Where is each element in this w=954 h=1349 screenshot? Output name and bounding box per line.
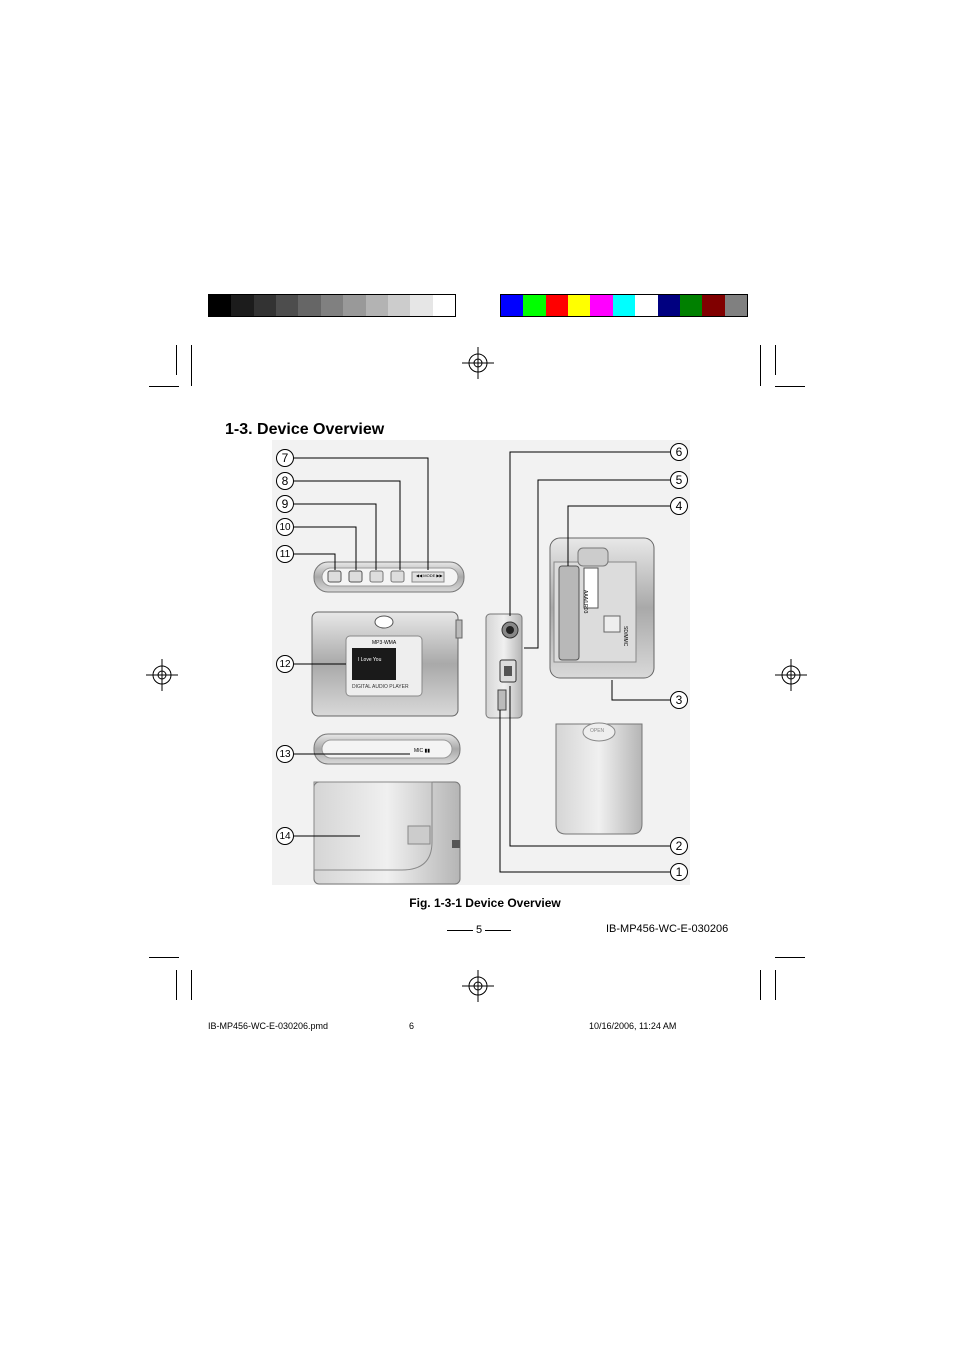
color-swatch (387, 295, 411, 316)
callout-4: 4 (670, 497, 688, 515)
color-swatch (657, 295, 680, 316)
callout-9: 9 (276, 495, 294, 513)
color-swatch (679, 295, 703, 316)
color-bar (500, 294, 748, 317)
crop-mark (775, 970, 776, 1000)
crop-mark (191, 970, 192, 1000)
crop-mark (760, 345, 761, 386)
color-swatch (365, 295, 388, 316)
color-swatch (320, 295, 344, 316)
footer-timestamp: 10/16/2006, 11:24 AM (589, 1021, 677, 1031)
figure-caption: Fig. 1-3-1 Device Overview (409, 896, 561, 910)
callout-13: 13 (276, 745, 294, 763)
color-swatch (209, 295, 232, 316)
callout-1: 1 (670, 863, 688, 881)
color-swatch (724, 295, 747, 316)
device-side-view (485, 613, 523, 719)
callout-2: 2 (670, 837, 688, 855)
color-swatch (276, 295, 299, 316)
device-top-view (313, 561, 465, 593)
callout-11: 11 (276, 545, 294, 563)
color-swatch (612, 295, 636, 316)
color-swatch (432, 295, 455, 316)
front-model-label: DIGITAL AUDIO PLAYER (352, 684, 409, 690)
crop-mark (176, 970, 177, 1000)
registration-target-icon (462, 970, 494, 1002)
crop-mark (191, 345, 192, 386)
crop-mark (760, 970, 761, 1000)
page-number: 5 (447, 924, 512, 936)
front-format-label: MP3·WMA (372, 640, 397, 646)
callout-6: 6 (670, 443, 688, 461)
section-heading: 1-3. Device Overview (225, 421, 385, 438)
device-back-view (313, 781, 461, 885)
device-illustration (294, 451, 670, 885)
mode-label: ◀◀ MODE ▶▶ (416, 573, 443, 578)
color-swatch (568, 295, 591, 316)
screen-song-label: I Love You (358, 657, 382, 663)
device-bottom-view (313, 733, 461, 765)
footer-sheet: 6 (409, 1021, 415, 1031)
color-swatch (590, 295, 613, 316)
page-number-text: 5 (476, 924, 483, 936)
crop-mark (176, 345, 177, 375)
color-swatch (635, 295, 658, 316)
grayscale-bar (208, 294, 456, 317)
callout-14: 14 (276, 827, 294, 845)
color-swatch (410, 295, 433, 316)
device-front-view (311, 611, 463, 717)
color-swatch (253, 295, 277, 316)
color-swatch (343, 295, 366, 316)
callout-5: 5 (670, 471, 688, 489)
callout-lines (294, 451, 670, 873)
footer-filename: IB-MP456-WC-E-030206.pmd (208, 1021, 329, 1031)
color-swatch (523, 295, 546, 316)
color-swatch (702, 295, 725, 316)
crop-mark (149, 386, 179, 387)
device-overview-figure: MP3·WMA I Love You DIGITAL AUDIO PLAYER … (272, 440, 690, 885)
callout-10: 10 (276, 518, 294, 536)
registration-target-icon (146, 659, 178, 691)
color-swatch (298, 295, 321, 316)
callout-7: 7 (276, 449, 294, 467)
crop-mark (775, 957, 805, 958)
color-swatch (501, 295, 524, 316)
registration-target-icon (462, 347, 494, 379)
mic-label: MIC ▮▮ (414, 748, 431, 754)
card-slot-label: SD/MMC (622, 626, 628, 647)
registration-target-icon (775, 659, 807, 691)
document-id: IB-MP456-WC-E-030206 (606, 923, 729, 935)
battery-cover (555, 722, 643, 835)
open-label: OPEN (590, 728, 605, 734)
color-swatch (545, 295, 569, 316)
callout-3: 3 (670, 691, 688, 709)
battery-label: AAA/LR03 (582, 590, 588, 614)
crop-mark (775, 345, 776, 375)
color-swatch (231, 295, 254, 316)
crop-mark (149, 957, 179, 958)
device-battery-view (549, 537, 655, 679)
callout-12: 12 (276, 655, 294, 673)
crop-mark (775, 386, 805, 387)
callout-8: 8 (276, 472, 294, 490)
